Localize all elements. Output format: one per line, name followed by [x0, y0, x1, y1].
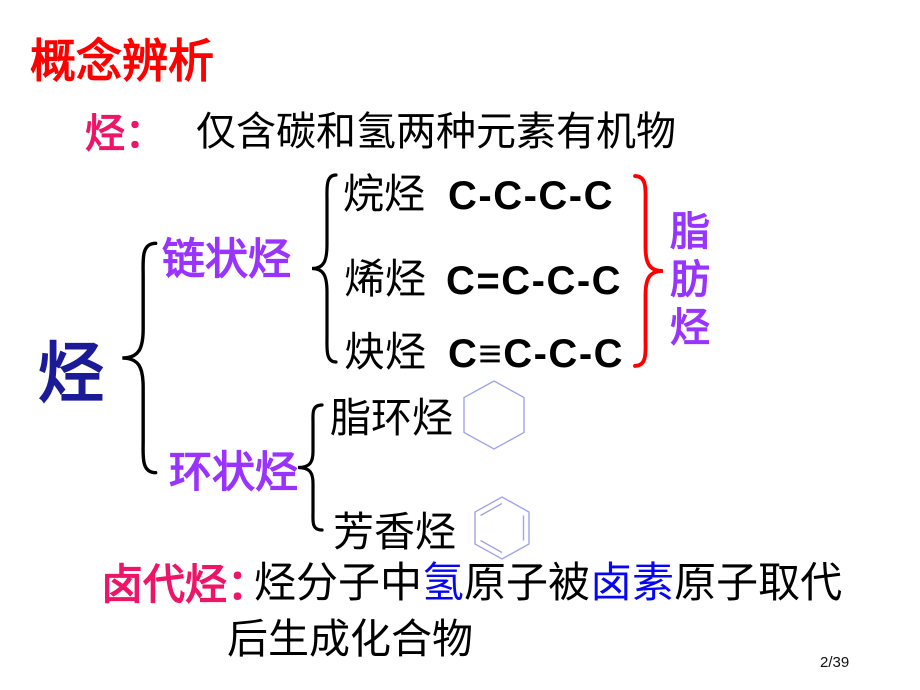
halogenated-definition-line1: 烃分子中氢原子被卤素原子取代	[254, 560, 842, 608]
cyclic-hydrocarbon-label: 环状烃	[169, 450, 298, 497]
hydrocarbon-definition: 仅含碳和氢两种元素有机物	[196, 109, 676, 154]
ring-brace-icon	[292, 401, 328, 534]
halogenated-definition-line2: 后生成化合物	[227, 616, 473, 662]
aliphatic-hydrocarbon-label: 脂肪烃	[664, 210, 709, 354]
chain-hydrocarbon-label: 链状烃	[162, 237, 291, 284]
halo-seg-black-1: 烃分子中	[254, 561, 423, 607]
cyclohexane-ring-icon	[463, 380, 525, 450]
benzene-ring-icon	[474, 496, 530, 560]
alkene-label: 烯烃	[344, 256, 426, 302]
alkyne-label: 炔烃	[344, 329, 426, 375]
hydrocarbon-term: 烃：	[85, 111, 165, 156]
halo-seg-hydrogen: 氢	[422, 561, 465, 607]
alicyclic-label: 脂环烃	[330, 395, 453, 441]
aliphatic-group-brace-icon	[628, 170, 670, 372]
aromatic-label: 芳香烃	[333, 509, 456, 555]
chain-brace-icon	[306, 169, 342, 368]
alkane-label: 烷烃	[343, 171, 425, 217]
alkyne-formula: C≡C-C-C	[448, 332, 625, 376]
alkene-formula: C=C-C-C	[446, 259, 623, 303]
alkane-formula: C-C-C-C	[448, 174, 615, 218]
page-number: 2/39	[820, 654, 850, 671]
halo-seg-halogen: 卤素	[590, 561, 675, 607]
main-brace-icon	[114, 236, 164, 480]
tree-root-hydrocarbon: 烃	[38, 338, 104, 411]
slide-title: 概念辨析	[30, 36, 214, 87]
halo-seg-black-3: 原子取代	[674, 561, 843, 607]
halogenated-term: 卤代烃：	[101, 563, 270, 609]
halo-seg-black-2: 原子被	[464, 561, 591, 607]
